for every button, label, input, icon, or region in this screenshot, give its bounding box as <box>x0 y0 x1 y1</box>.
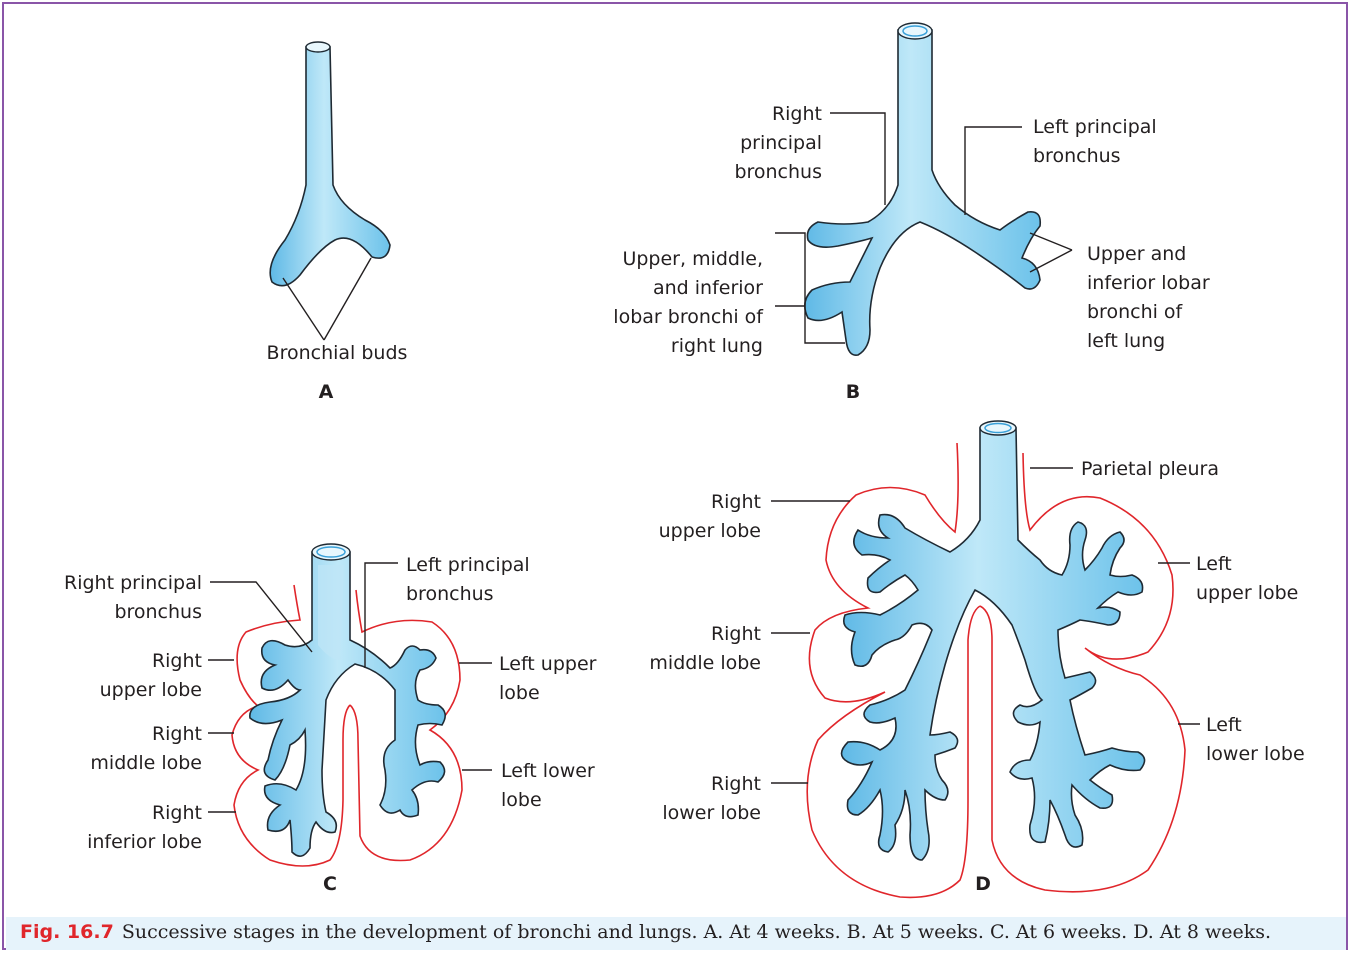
d-left-upper-1: Left <box>1196 553 1232 575</box>
b-left-lobar-2: inferior lobar <box>1087 272 1210 294</box>
c-right-principal-2: bronchus <box>114 601 202 623</box>
b-right-lobar-2: and inferior <box>653 277 763 299</box>
c-left-lower-1: Left lower <box>501 760 595 782</box>
d-left-lower-1: Left <box>1206 714 1242 736</box>
c-right-inferior-2: inferior lobe <box>87 831 202 853</box>
b-left-lobar-4: left lung <box>1087 330 1165 352</box>
figure-number: Fig. 16.7 <box>20 921 114 943</box>
c-left-upper-2: lobe <box>499 682 540 704</box>
c-right-inferior-1: Right <box>152 802 202 824</box>
d-right-lower-1: Right <box>711 773 761 795</box>
d-left-upper-2: upper lobe <box>1196 582 1298 604</box>
panel-c: Right principal bronchus Left principal … <box>64 544 597 895</box>
b-right-lobar-3: lobar bronchi of <box>613 306 764 328</box>
figure-caption: Fig. 16.7 Successive stages in the develo… <box>6 917 1346 950</box>
b-right-lobar-4: right lung <box>671 335 763 357</box>
d-right-middle-2: middle lobe <box>649 652 761 674</box>
panel-a-letter: A <box>319 381 334 403</box>
panel-c-letter: C <box>323 873 337 895</box>
panel-b: Right principal bronchus Left principal … <box>613 23 1210 403</box>
c-right-middle-2: middle lobe <box>90 752 202 774</box>
c-right-middle-1: Right <box>152 723 202 745</box>
c-right-principal-1: Right principal <box>64 572 202 594</box>
panel-d-letter: D <box>975 873 991 895</box>
panel-b-bronchial-tree <box>805 30 1040 355</box>
d-right-upper-2: upper lobe <box>659 520 761 542</box>
bronchial-buds-label: Bronchial buds <box>267 342 408 364</box>
d-right-upper-1: Right <box>711 491 761 513</box>
b-right-principal-3: bronchus <box>734 161 822 183</box>
d-left-lower-2: lower lobe <box>1206 743 1305 765</box>
d-right-lower-2: lower lobe <box>662 802 761 824</box>
panel-b-letter: B <box>846 381 860 403</box>
b-left-principal-1: Left principal <box>1033 116 1157 138</box>
caption-text-line: Fig. 16.7 Successive stages in the develo… <box>20 921 1271 943</box>
d-bronchial-tree <box>842 428 1145 860</box>
caption-body: Successive stages in the development of … <box>122 921 1271 943</box>
c-right-upper-1: Right <box>152 650 202 672</box>
d-right-middle-1: Right <box>711 623 761 645</box>
c-right-upper-2: upper lobe <box>100 679 202 701</box>
panel-a-trachea <box>270 47 390 286</box>
b-left-lobar-1: Upper and <box>1087 243 1186 265</box>
d-parietal-pleura: Parietal pleura <box>1081 458 1219 480</box>
b-left-lobar-3: bronchi of <box>1087 301 1184 323</box>
panel-d: Parietal pleura Right upper lobe Right m… <box>649 421 1304 897</box>
b-right-principal-1: Right <box>772 103 822 125</box>
c-left-upper-1: Left upper <box>499 653 597 675</box>
panel-a: Bronchial buds A <box>267 42 408 403</box>
b-left-principal-2: bronchus <box>1033 145 1121 167</box>
c-left-principal-1: Left principal <box>406 554 530 576</box>
c-left-lower-2: lobe <box>501 789 542 811</box>
b-right-lobar-1: Upper, middle, <box>622 248 763 270</box>
b-right-principal-2: principal <box>740 132 822 154</box>
c-left-principal-2: bronchus <box>406 583 494 605</box>
